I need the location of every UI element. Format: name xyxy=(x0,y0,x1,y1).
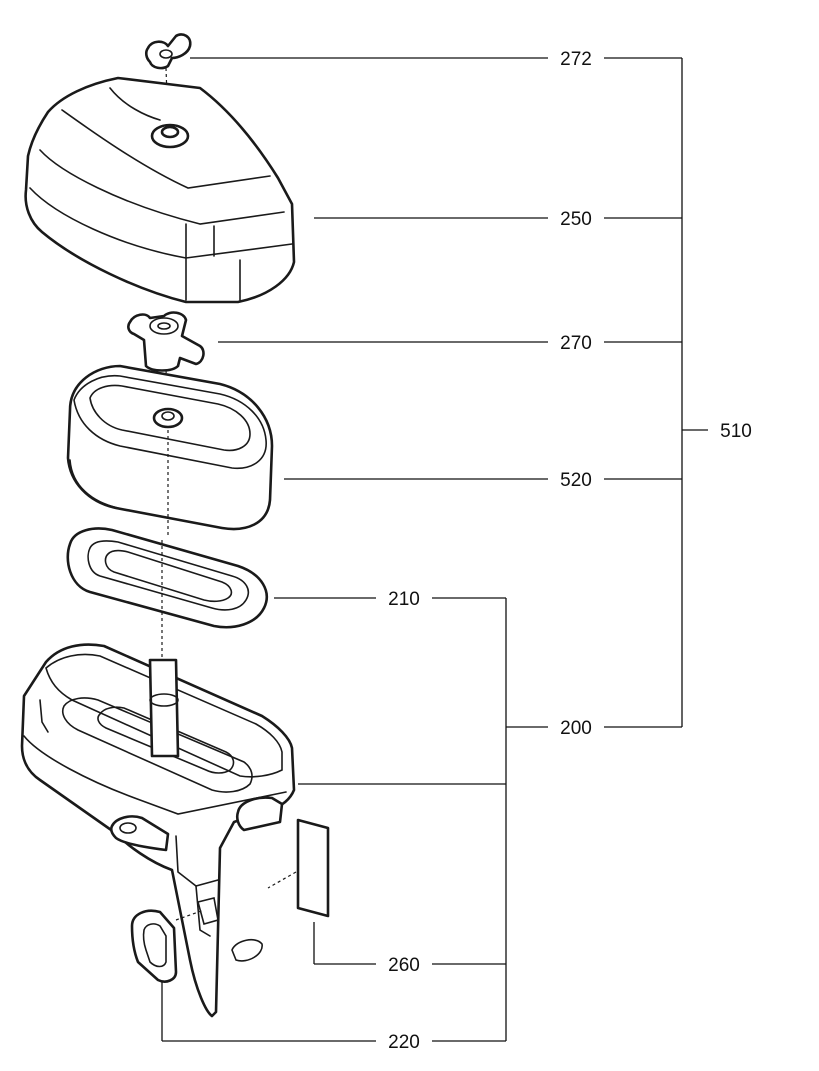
callout-260: 260 xyxy=(388,955,420,976)
callout-520: 520 xyxy=(560,470,592,491)
air-filter-base-drawing xyxy=(20,643,296,1018)
leader-lines xyxy=(161,57,708,1042)
callout-200: 200 xyxy=(560,718,592,739)
filter-element-drawing xyxy=(66,364,274,536)
callout-210: 210 xyxy=(388,589,420,610)
air-filter-cover-drawing xyxy=(24,76,296,304)
callout-250: 250 xyxy=(560,209,592,230)
seal-gasket-drawing xyxy=(66,527,268,690)
wing-nut-top-drawing xyxy=(144,33,192,126)
callout-220: 220 xyxy=(388,1032,420,1053)
callout-272: 272 xyxy=(560,49,592,70)
decal-plate-drawing xyxy=(267,818,330,918)
callout-270: 270 xyxy=(560,333,592,354)
mounting-gasket-drawing xyxy=(130,909,205,983)
callout-510: 510 xyxy=(720,421,752,442)
